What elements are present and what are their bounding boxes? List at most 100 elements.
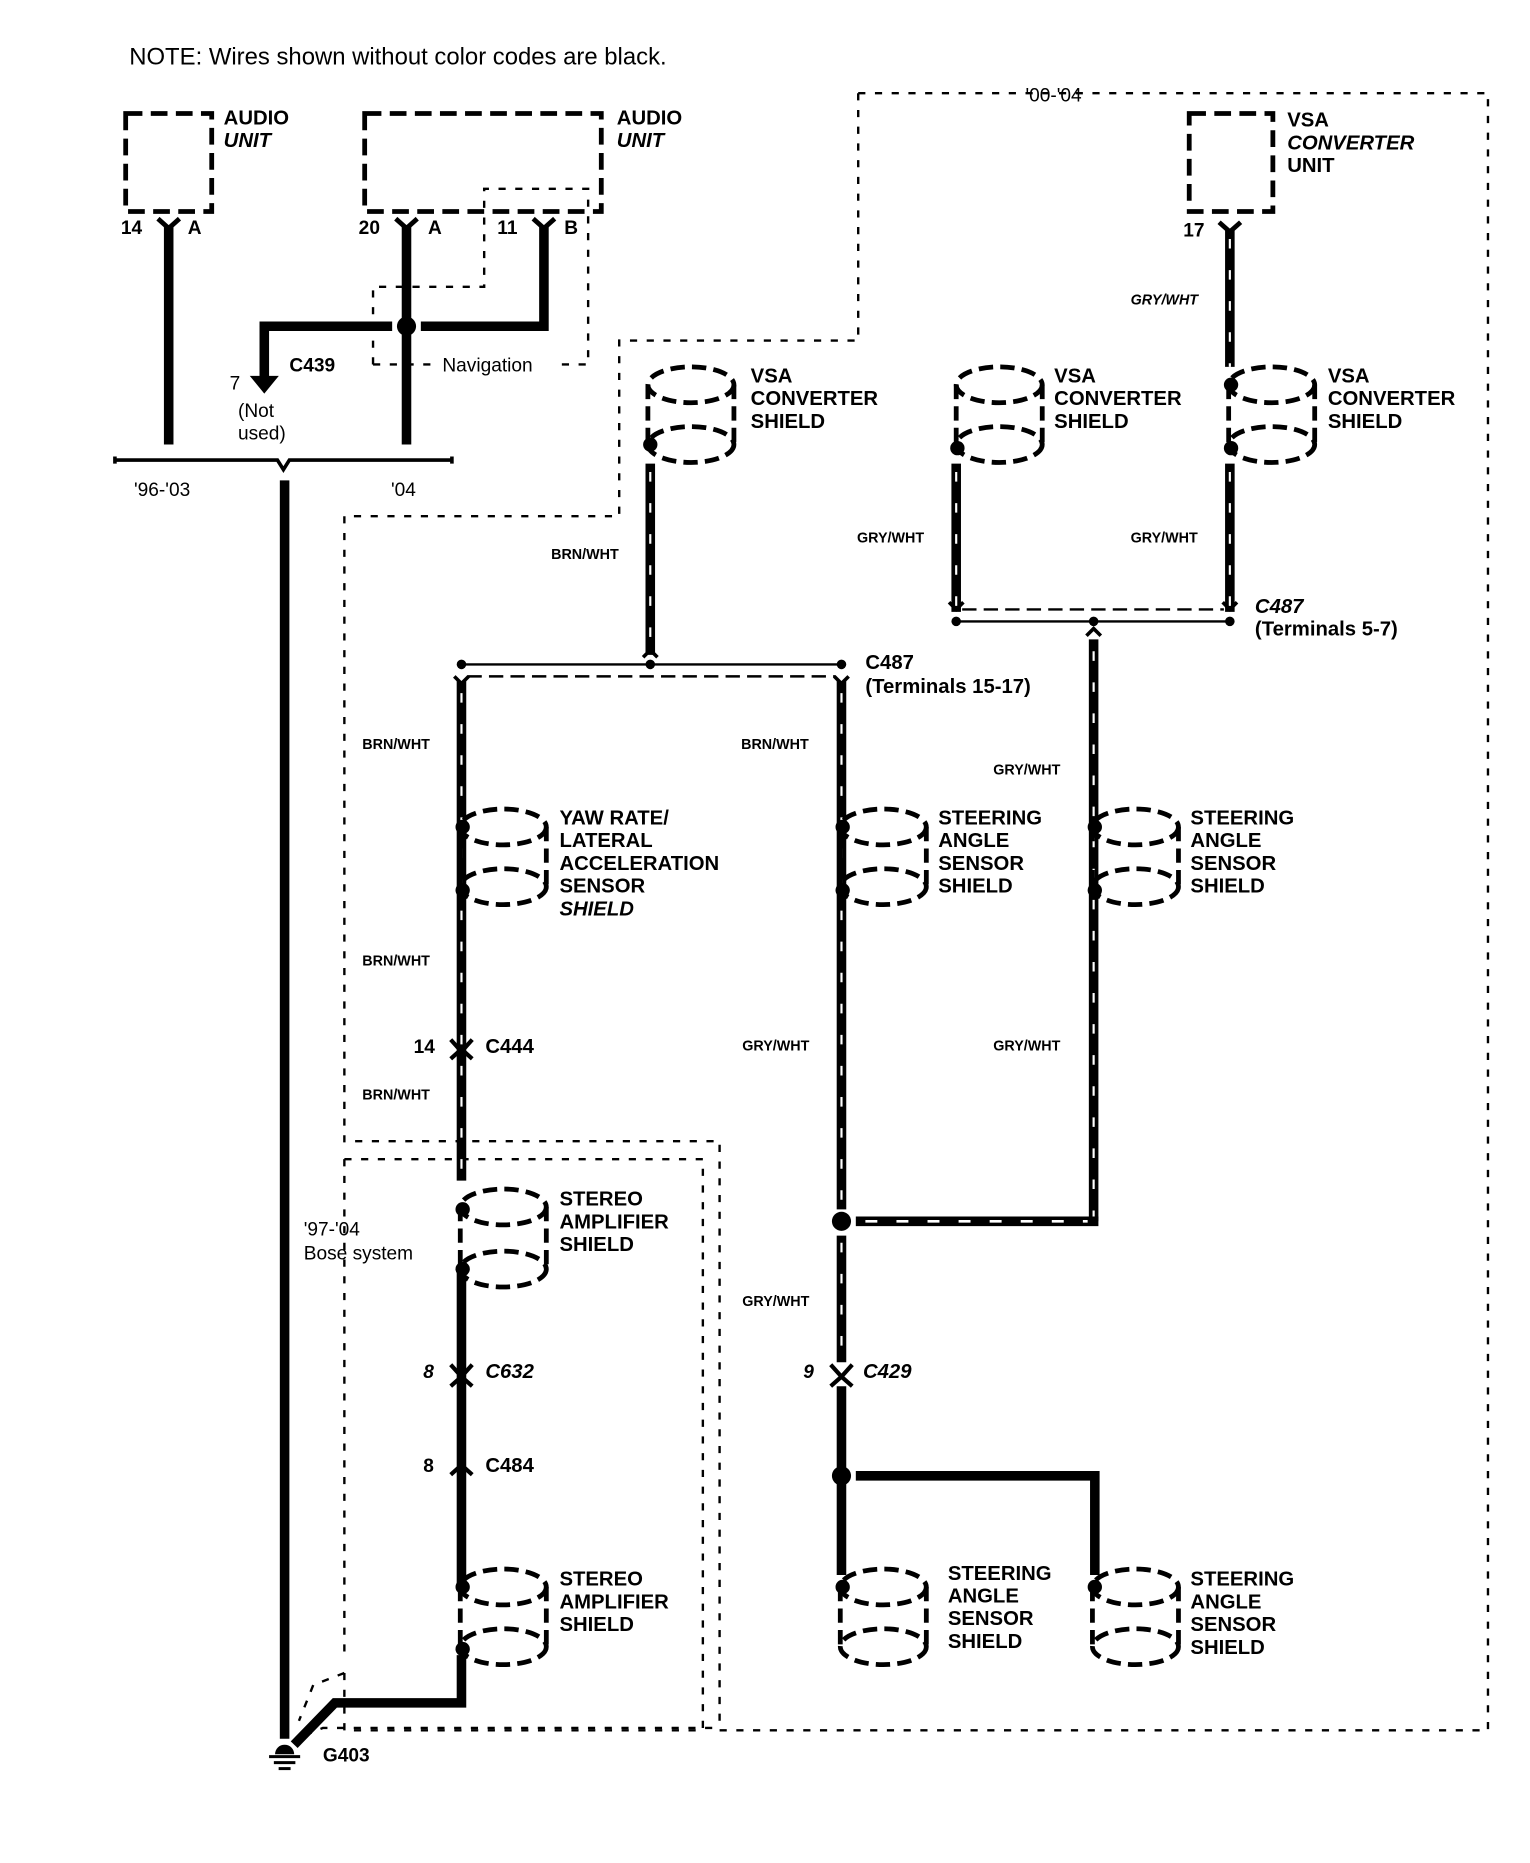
shield-ground-dot-icon bbox=[1223, 440, 1239, 456]
wire-color-label: BRN/WHT bbox=[362, 1087, 430, 1103]
connector-terminal-icon bbox=[531, 216, 557, 232]
wire-color-label: BRN/WHT bbox=[741, 737, 809, 753]
connector-c484-icon bbox=[449, 1462, 474, 1477]
steer-shield-2-label-4: SHIELD bbox=[1190, 876, 1264, 898]
region-bose-label: Bose system bbox=[304, 1244, 413, 1265]
shield-ground-dot-icon bbox=[950, 440, 965, 456]
steer-shield-4-label-2: ANGLE bbox=[1190, 1591, 1261, 1613]
vsa-shield-2-label-3: SHIELD bbox=[1054, 411, 1128, 433]
connector-terminal-icon bbox=[394, 216, 419, 232]
vsa-shield-3-label-3: SHIELD bbox=[1328, 411, 1402, 433]
connector-terminal-icon bbox=[1217, 220, 1243, 236]
yaw-shield-label-3: ACCELERATION bbox=[559, 853, 719, 875]
g403-name: G403 bbox=[323, 1745, 370, 1766]
steer-shield-1-label-4: SHIELD bbox=[938, 876, 1012, 898]
splice-icon bbox=[831, 1466, 852, 1486]
region-vsa-years: '00-'04 bbox=[1026, 86, 1083, 107]
connector-terminal-icon bbox=[156, 216, 182, 232]
audio-unit-2-pin-b: 11 bbox=[497, 218, 518, 239]
c429-name: C429 bbox=[863, 1361, 912, 1383]
shield-ground-dot-icon bbox=[1223, 377, 1239, 392]
audio-unit-1-label-1: AUDIO bbox=[224, 107, 289, 129]
steer-shield-1-label-2: ANGLE bbox=[938, 830, 1009, 852]
audio-years-left: '96-'03 bbox=[134, 480, 190, 501]
connector-c632-icon bbox=[449, 1363, 474, 1388]
wire-color-label: BRN/WHT bbox=[362, 954, 430, 970]
note-text: NOTE: Wires shown without color codes ar… bbox=[129, 44, 666, 71]
c487-a-name: C487 bbox=[865, 652, 914, 674]
c632-name: C632 bbox=[485, 1361, 534, 1383]
amp-shield-1-label-1: STEREO bbox=[559, 1189, 642, 1211]
vsa-unit-label-2: CONVERTER bbox=[1287, 132, 1414, 154]
audio-unit-2-connector-a: A bbox=[428, 218, 442, 239]
steer-shield-3-label-2: ANGLE bbox=[948, 1585, 1019, 1607]
audio-unit-1-connector: A bbox=[188, 218, 202, 239]
wire-audio-2b bbox=[420, 227, 549, 332]
vsa-shield-3-label-2: CONVERTER bbox=[1328, 388, 1456, 410]
vsa-shield-2 bbox=[950, 364, 1045, 465]
c439-name: C439 bbox=[289, 356, 335, 377]
c444-pin: 14 bbox=[414, 1037, 436, 1058]
wire-c439 bbox=[259, 321, 393, 381]
shield-ground-dot-icon bbox=[643, 437, 658, 452]
vsa-unit-label-3: UNIT bbox=[1287, 155, 1335, 177]
amp-shield-2-label-3: SHIELD bbox=[559, 1614, 633, 1636]
steer-shield-4-label-1: STEERING bbox=[1190, 1569, 1294, 1591]
wire-color-label: BRN/WHT bbox=[551, 547, 619, 563]
steer-shield-3-label-4: SHIELD bbox=[948, 1631, 1022, 1653]
wire-color-label: GRY/WHT bbox=[993, 1038, 1060, 1054]
amp-shield-1-label-2: AMPLIFIER bbox=[559, 1211, 669, 1233]
audio-unit-2-pin-a: 20 bbox=[359, 218, 380, 239]
amp-shield-1 bbox=[455, 1186, 549, 1290]
c484-pin: 8 bbox=[423, 1456, 434, 1477]
yaw-rate-shield bbox=[455, 806, 549, 908]
c632-pin: 8 bbox=[423, 1362, 434, 1383]
yaw-shield-label-4: SENSOR bbox=[559, 876, 645, 898]
steering-shield-3 bbox=[835, 1566, 929, 1668]
wire-ground-bose bbox=[290, 1655, 467, 1749]
steer-shield-2-label-3: SENSOR bbox=[1190, 853, 1276, 875]
c487-b-terminals: (Terminals 5-7) bbox=[1255, 619, 1398, 641]
region-navigation-outline bbox=[371, 187, 590, 366]
amp-shield-2-label-1: STEREO bbox=[559, 1569, 642, 1591]
vsa-shield-3 bbox=[1223, 364, 1318, 465]
vsa-shield-1-label-2: CONVERTER bbox=[751, 388, 879, 410]
c487-a-connector bbox=[453, 647, 850, 687]
vsa-converter-unit bbox=[1186, 111, 1276, 214]
steering-shield-2 bbox=[1087, 806, 1181, 908]
wire-color-label: GRY/WHT bbox=[1131, 293, 1200, 309]
c487-b-connector bbox=[947, 601, 1239, 638]
year-brace bbox=[113, 456, 454, 474]
steer-shield-4-label-3: SENSOR bbox=[1190, 1614, 1276, 1636]
region-navigation-label: Navigation bbox=[442, 356, 532, 377]
connector-arrow-icon bbox=[249, 375, 279, 394]
wire-color-label: GRY/WHT bbox=[742, 1038, 809, 1054]
vsa-unit-pin: 17 bbox=[1183, 221, 1204, 242]
c484-name: C484 bbox=[485, 1455, 534, 1477]
wire-color-label: GRY/WHT bbox=[1131, 531, 1198, 547]
steer-shield-4-label-4: SHIELD bbox=[1190, 1637, 1264, 1659]
yaw-shield-label-2: LATERAL bbox=[559, 830, 652, 852]
c487-a-terminals: (Terminals 15-17) bbox=[865, 676, 1030, 698]
wire-color-label: GRY/WHT bbox=[742, 1294, 809, 1310]
steering-shield-1 bbox=[835, 806, 929, 908]
vsa-shield-1-label-3: SHIELD bbox=[751, 411, 825, 433]
yaw-shield-label-1: YAW RATE/ bbox=[559, 808, 669, 830]
audio-unit-2-label-1: AUDIO bbox=[617, 107, 682, 129]
wire-color-label: GRY/WHT bbox=[993, 762, 1060, 778]
audio-unit-1 bbox=[123, 111, 215, 214]
c487-b-name: C487 bbox=[1255, 596, 1305, 618]
wire-color-label: BRN/WHT bbox=[362, 737, 430, 753]
wire-lower-steer-2 bbox=[855, 1471, 1100, 1576]
audio-unit-2 bbox=[362, 111, 604, 214]
c439-status-1: (Not bbox=[238, 401, 275, 422]
connector-c444-icon bbox=[449, 1038, 474, 1061]
vsa-shield-3-label-1: VSA bbox=[1328, 365, 1370, 387]
c439-status-2: used) bbox=[238, 424, 286, 445]
striped-wires bbox=[456, 230, 1235, 1363]
wire-color-label: GRY/WHT bbox=[857, 531, 924, 547]
region-bose-years: '97-'04 bbox=[304, 1220, 361, 1241]
amp-shield-2 bbox=[455, 1566, 549, 1668]
steer-shield-2-label-2: ANGLE bbox=[1190, 830, 1261, 852]
